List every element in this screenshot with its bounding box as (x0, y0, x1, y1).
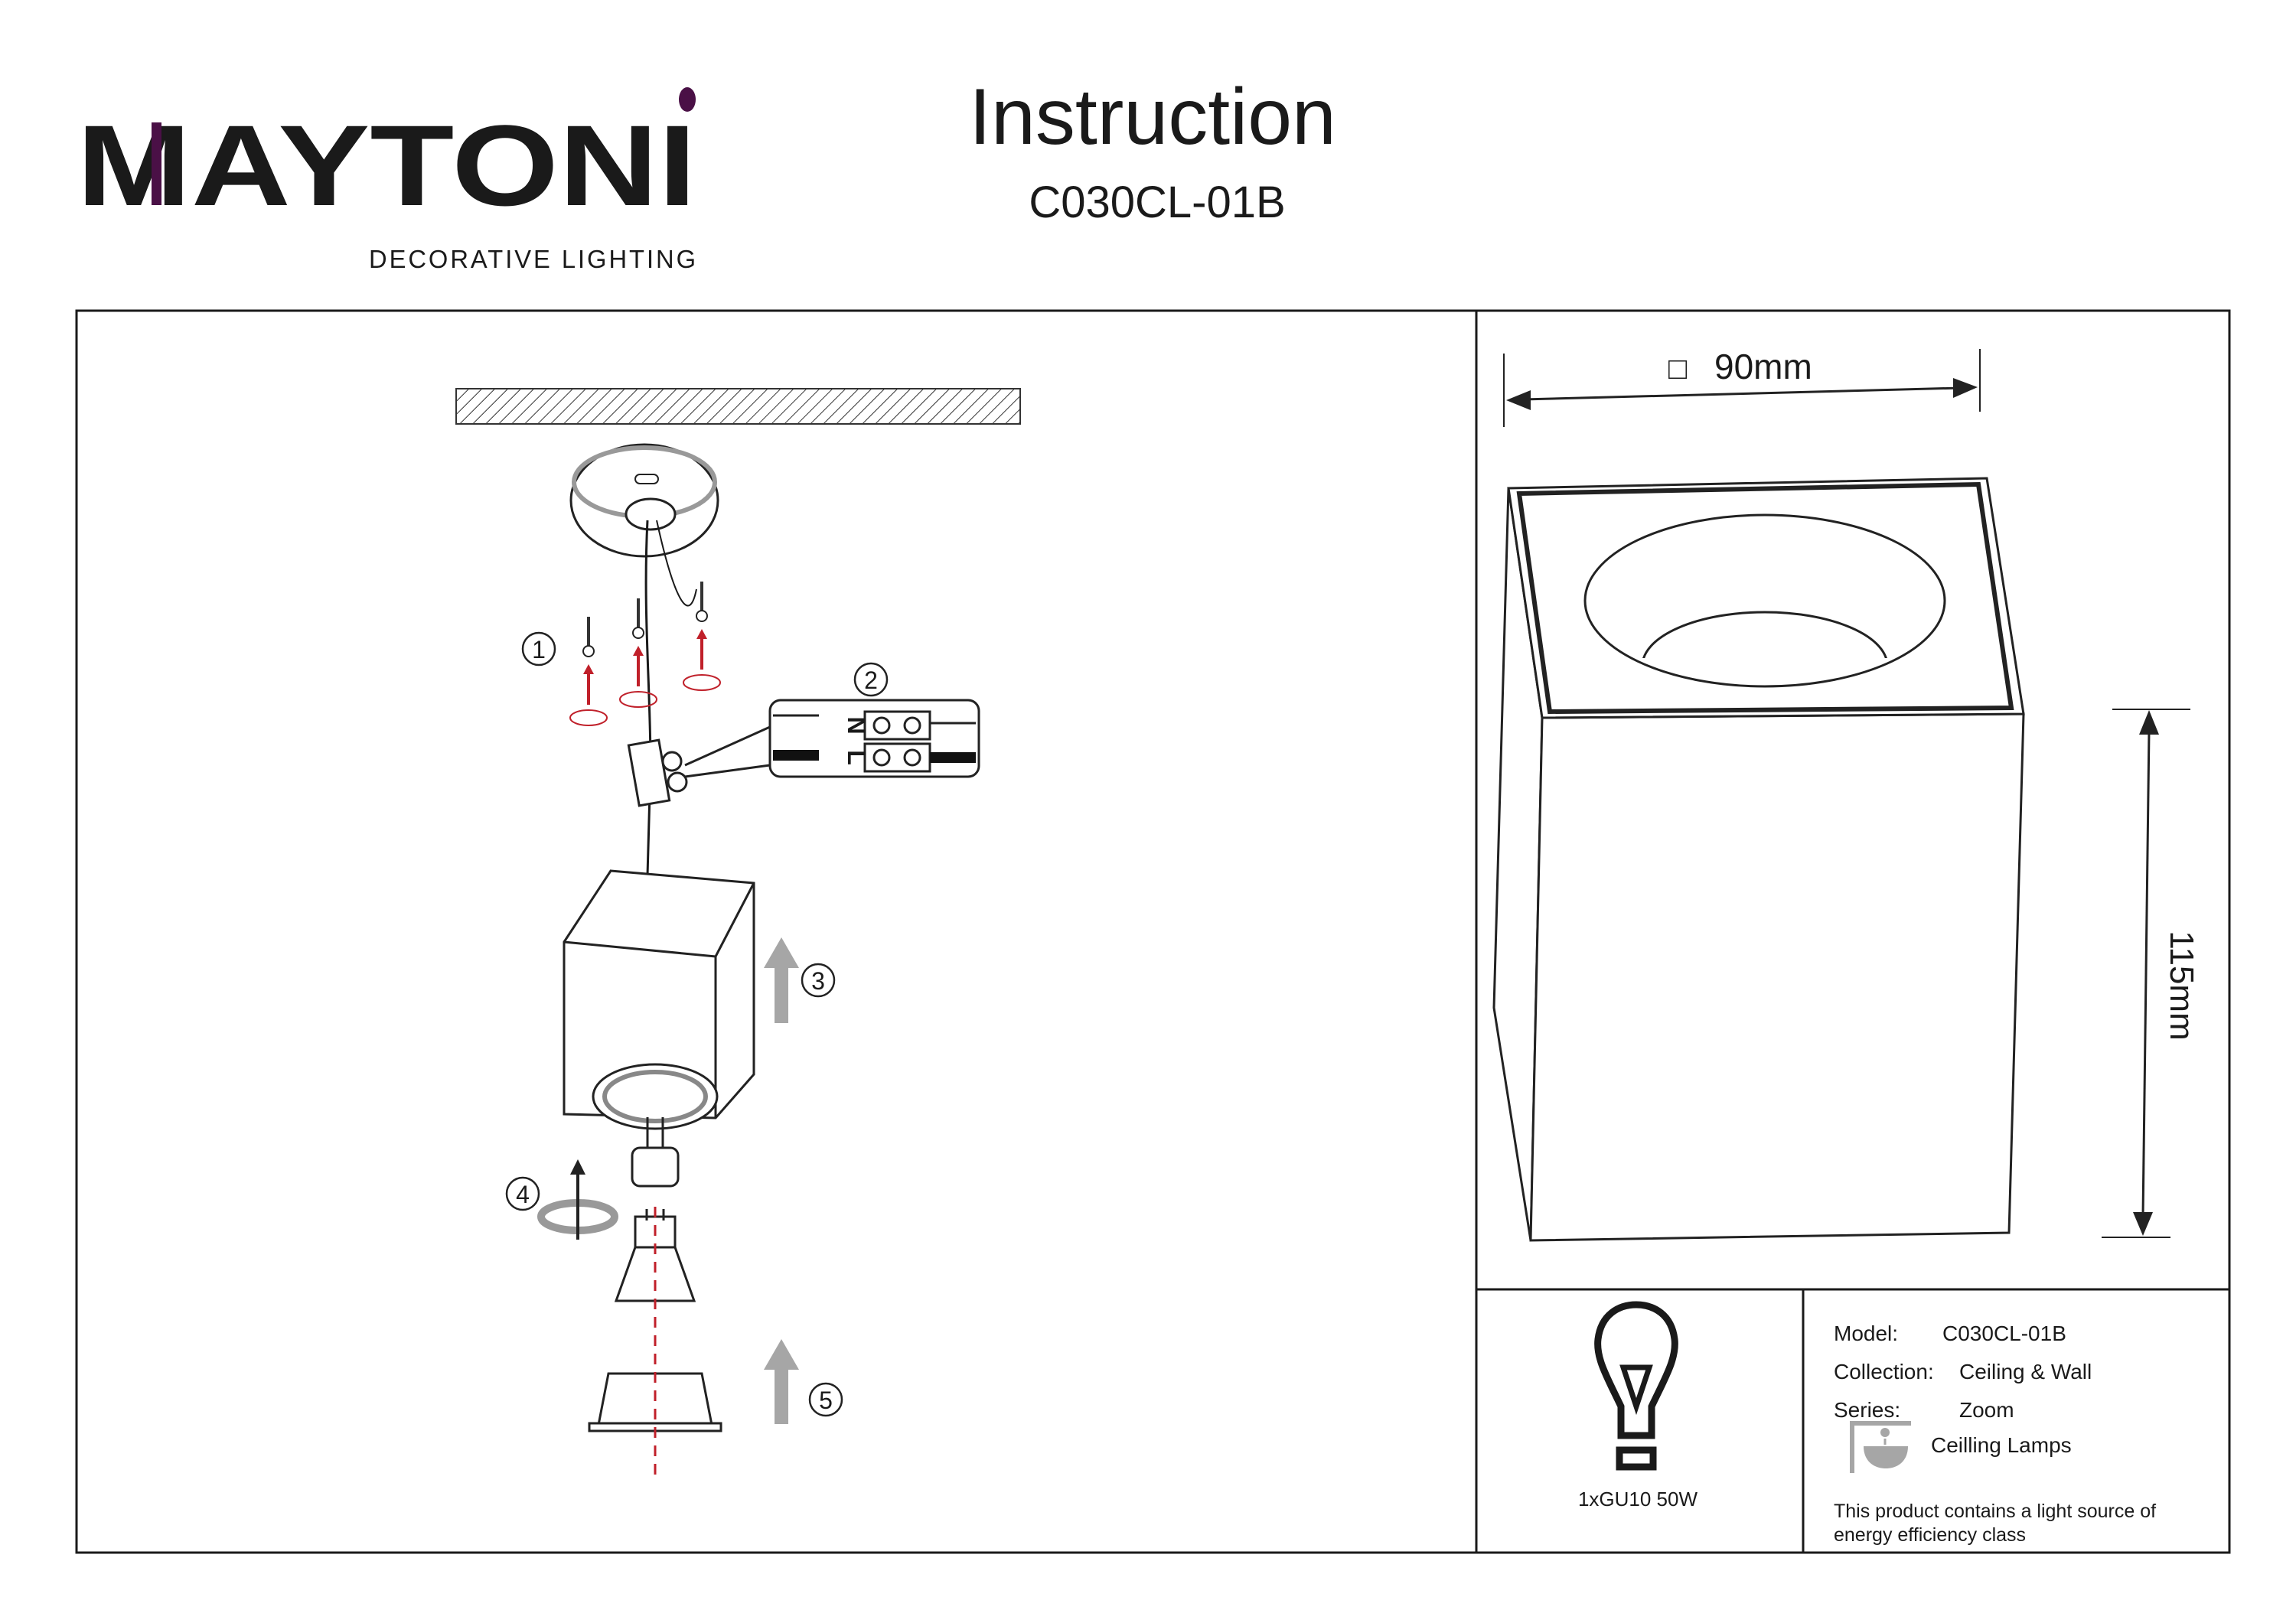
bulb-icon (1594, 1301, 1678, 1471)
series-label: Series: (1834, 1398, 1900, 1422)
ceiling-surface (455, 388, 1021, 425)
collection-label: Collection: (1834, 1360, 1934, 1383)
brand-name: MAYTONI (77, 101, 696, 230)
model-code: C030CL-01B (1029, 178, 1285, 227)
energy-text-line2: energy efficiency class (1834, 1524, 2026, 1546)
width-dimension: 90mm (1714, 347, 1812, 386)
step-5: 5 (819, 1387, 833, 1414)
model-label: Model: (1834, 1322, 1898, 1345)
maytoni-logo: MAYTONI DECORATIVE LIGHTING (77, 87, 698, 273)
dimension-drawing: □ 90mm 115mm (1492, 347, 2200, 1242)
step-numbers: 1 2 3 4 5 (505, 631, 889, 1417)
step-4: 4 (516, 1181, 530, 1208)
height-dimension: 115mm (2163, 930, 2200, 1040)
screws (569, 582, 721, 726)
step-2: 2 (864, 666, 878, 694)
ceiling-lamp-icon (1850, 1421, 1911, 1473)
brand-accent-bar (152, 122, 161, 205)
mounting-plate (569, 443, 719, 558)
rotate-icon (537, 1159, 618, 1240)
step-1: 1 (532, 636, 546, 663)
wiring-detail: N L (768, 699, 980, 778)
energy-text-line1: This product contains a light source of (1834, 1501, 2156, 1522)
neutral-label: N (843, 716, 870, 734)
live-label: L (843, 750, 870, 765)
product-info: Model: C030CL-01B Collection: Ceiling & … (1834, 1322, 2156, 1546)
series-value: Zoom (1959, 1398, 2014, 1422)
arrow-up-icon (764, 937, 799, 1424)
width-symbol: □ (1668, 352, 1687, 386)
page-title: Instruction (969, 73, 1336, 161)
brand-accent-dot (679, 87, 696, 112)
installation-diagram: N L (455, 388, 1021, 1479)
content-frame (75, 309, 2231, 1554)
lamp-body (563, 869, 755, 1188)
model-value: C030CL-01B (1942, 1322, 2066, 1345)
brand-tagline: DECORATIVE LIGHTING (369, 245, 698, 273)
wire-connector (627, 725, 771, 807)
bulb-spec: 1xGU10 50W (1578, 1488, 1698, 1511)
step-3: 3 (811, 967, 825, 995)
lamp-type: Ceilling Lamps (1931, 1433, 2072, 1457)
collection-value: Ceiling & Wall (1959, 1360, 2092, 1383)
